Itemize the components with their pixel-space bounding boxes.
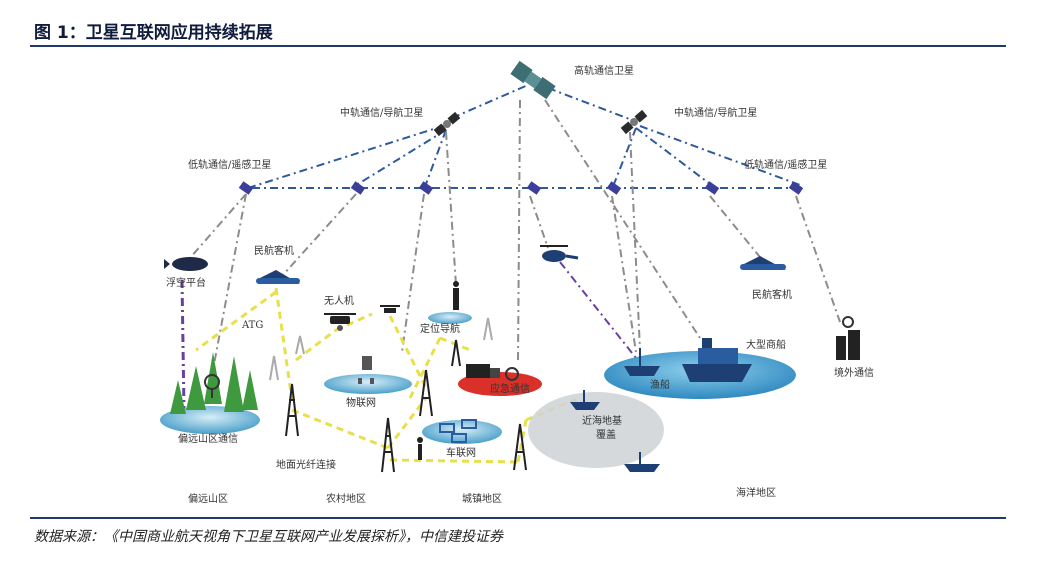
emergency-truck-icon	[466, 364, 519, 381]
leo-satellite-icons	[238, 181, 804, 195]
offshore-coverage-area	[528, 392, 664, 468]
label-emergency: 应急通信	[490, 382, 530, 395]
label-remote-comm: 偏远山区通信	[178, 432, 238, 445]
offshore-boat-bottom-icon	[624, 452, 660, 472]
label-stratospheric-platform: 浮空平台	[166, 276, 206, 289]
person-positioning-icon	[453, 281, 459, 310]
drone-icon	[324, 313, 356, 331]
label-vehicle-net: 车联网	[446, 446, 476, 459]
offshore-boat-top-icon	[570, 390, 600, 410]
vehicle-net-disc	[422, 420, 502, 444]
label-overseas: 境外通信	[834, 366, 874, 379]
label-remote-region: 偏远山区	[188, 492, 228, 505]
label-positioning: 定位导航	[420, 322, 460, 335]
bottom-rule	[30, 517, 1006, 519]
helicopter-icon	[540, 245, 579, 262]
top-rule	[30, 45, 1006, 47]
pedestrian-icon	[417, 437, 423, 460]
meo-satellite-left-icon	[433, 111, 461, 137]
satellite-links	[247, 84, 801, 189]
aircraft-left-icon	[256, 270, 300, 284]
meo-satellite-right-icon	[620, 109, 648, 135]
positioning-disc	[428, 312, 472, 324]
figure-title: 图 1：卫星互联网应用持续拓展	[34, 23, 273, 43]
label-meo-right: 中轨通信/导航卫星	[674, 106, 757, 119]
overseas-buildings-icon	[836, 316, 860, 360]
label-leo-right: 低轨通信/遥感卫星	[744, 158, 827, 171]
label-rural-region: 农村地区	[326, 492, 366, 505]
label-drone: 无人机	[324, 294, 354, 307]
label-fiber: 地面光纤连接	[276, 458, 336, 471]
geo-satellite-icon	[510, 60, 556, 100]
label-aircraft-right: 民航客机	[752, 288, 792, 301]
iot-device-icons	[358, 356, 374, 384]
label-meo-left: 中轨通信/导航卫星	[340, 106, 423, 119]
label-large-ship: 大型商船	[746, 338, 786, 351]
label-aircraft-left: 民航客机	[254, 244, 294, 257]
label-fishing-boat: 渔船	[650, 378, 670, 391]
iot-disc	[324, 374, 412, 394]
small-drone-icon	[380, 305, 400, 313]
vehicle-icons	[439, 419, 477, 443]
label-atg: ATG	[241, 320, 263, 331]
label-offshore-base: 近海地基	[582, 414, 622, 427]
label-urban-region: 城镇地区	[462, 492, 502, 505]
label-leo-left: 低轨通信/遥感卫星	[188, 158, 271, 171]
large-ship-icon	[682, 338, 752, 382]
fishing-boat-icon	[624, 348, 660, 376]
forest-trees	[170, 352, 258, 414]
label-ocean-region: 海洋地区	[736, 486, 776, 499]
aircraft-right-icon	[740, 256, 786, 270]
cell-tower-icons	[269, 317, 527, 473]
source-note: 数据来源：《中国商业航天视角下卫星互联网产业发展探析》，中信建投证券	[34, 529, 503, 545]
label-geo-satellite: 高轨通信卫星	[574, 64, 634, 77]
label-coverage: 覆盖	[596, 428, 616, 441]
stratospheric-platform-icon	[164, 257, 208, 271]
satellite-dish-icon	[204, 374, 220, 398]
label-iot: 物联网	[346, 396, 376, 409]
ground-downlinks	[180, 99, 841, 411]
